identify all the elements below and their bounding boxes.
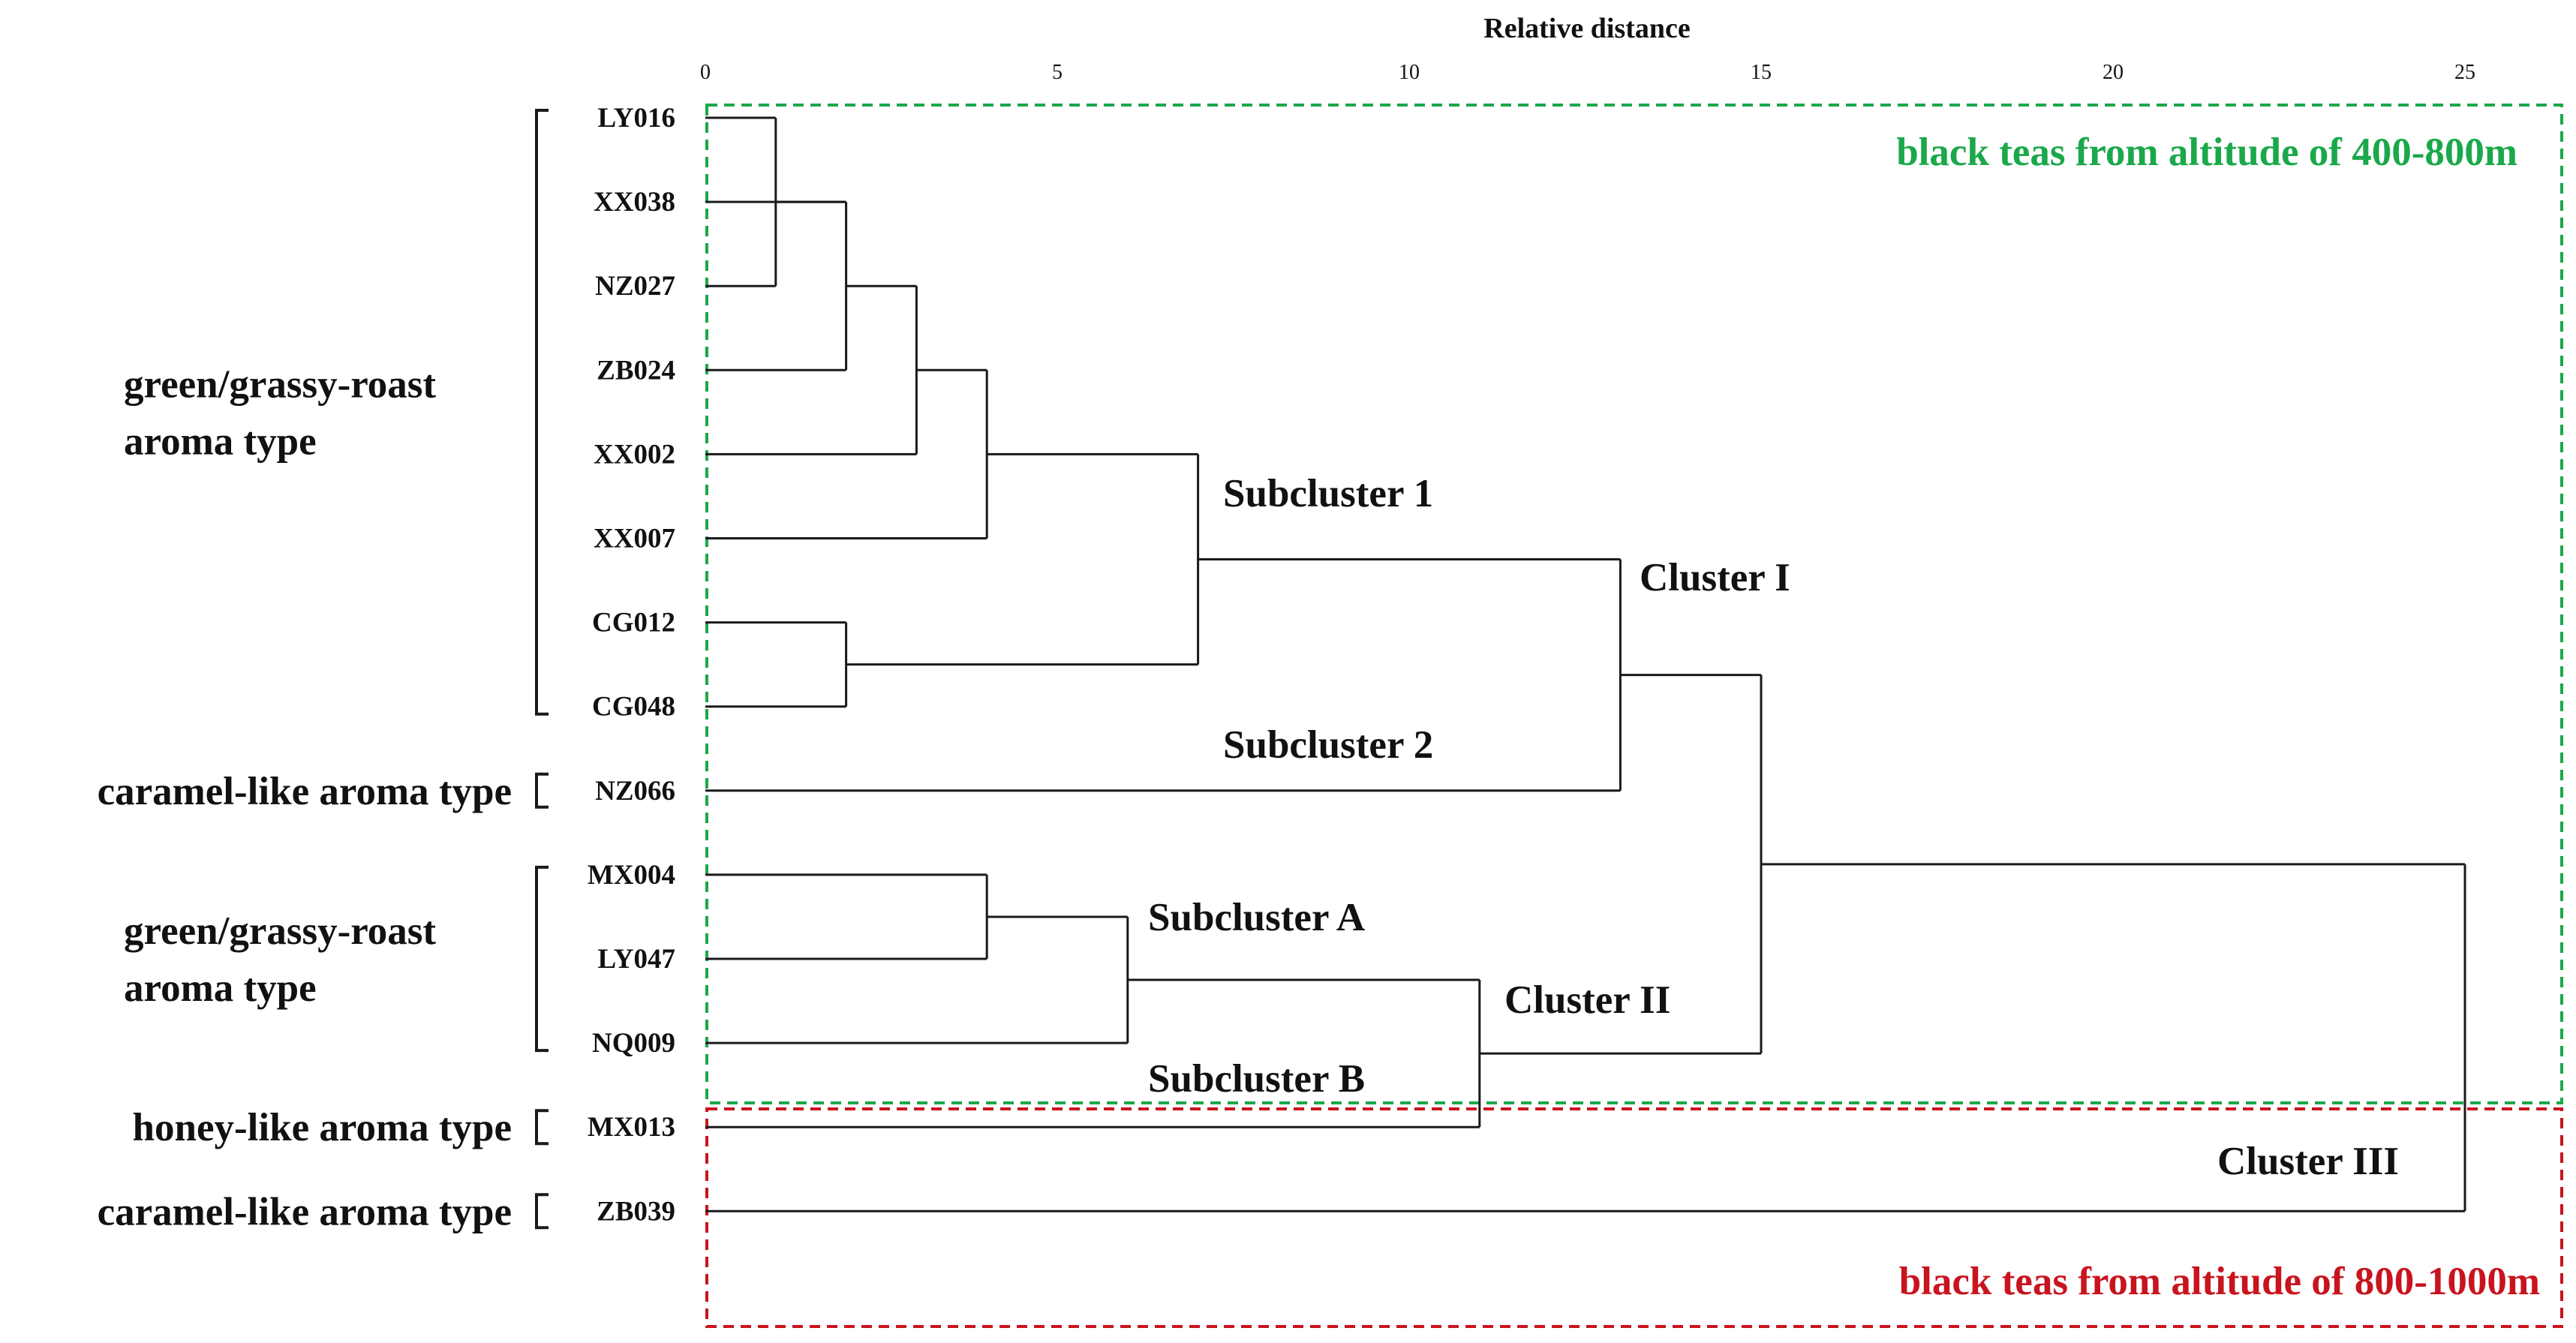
x-tick-label: 10 — [1399, 61, 1420, 84]
leaf-label: MX004 — [588, 860, 675, 891]
x-tick-label: 5 — [1052, 61, 1063, 84]
x-tick-label: 15 — [1751, 61, 1772, 84]
region-label: black teas from altitude of 400-800m — [1896, 131, 2517, 174]
leaf-label: XX007 — [594, 524, 675, 554]
aroma-group-label: aroma type — [124, 419, 317, 463]
subcluster-2-label: Subcluster 2 — [1223, 723, 1433, 767]
x-tick-label: 0 — [700, 61, 711, 84]
group-bracket — [535, 865, 549, 1053]
aroma-group-label: green/grassy-roast — [124, 362, 436, 406]
leaf-label: MX013 — [588, 1112, 675, 1143]
cluster-1-label: Cluster I — [1640, 556, 1790, 599]
aroma-group-label: honey-like aroma type — [133, 1106, 512, 1149]
subcluster-a-label: Subcluster A — [1148, 896, 1365, 939]
x-tick-label: 25 — [2454, 61, 2475, 84]
leaf-labels: LY016XX038NZ027ZB024XX002XX007CG012CG048… — [588, 103, 675, 1227]
subcluster-1-label: Subcluster 1 — [1223, 472, 1433, 515]
region-box — [705, 104, 2563, 1104]
leaf-label: XX002 — [594, 439, 675, 470]
aroma-group-label: green/grassy-roast — [124, 909, 436, 953]
aroma-group-label: caramel-like aroma type — [98, 770, 512, 813]
x-axis-title: Relative distance — [1483, 13, 1690, 44]
leaf-label: NZ066 — [595, 776, 675, 807]
dendrogram-links — [705, 116, 2466, 1212]
group-bracket — [535, 1193, 549, 1230]
leaf-label: NZ027 — [595, 271, 675, 302]
leaf-label: ZB024 — [597, 355, 675, 386]
region-label: black teas from altitude of 800-1000m — [1899, 1260, 2540, 1303]
leaf-label: LY047 — [597, 944, 675, 975]
cluster-labels: Subcluster 1 Subcluster 2 Cluster I Subc… — [1148, 472, 2399, 1183]
leaf-label: NQ009 — [592, 1028, 675, 1059]
aroma-group-brackets: green/grassy-roast aroma type caramel-like… — [98, 109, 549, 1233]
cluster-2-label: Cluster II — [1504, 978, 1670, 1022]
x-tick-label: 20 — [2103, 61, 2124, 84]
altitude-regions: black teas from altitude of 400-800m blac… — [705, 104, 2563, 1328]
group-bracket — [535, 109, 549, 716]
leaf-label: CG012 — [592, 608, 675, 638]
leaf-label: CG048 — [592, 692, 675, 723]
leaf-label: ZB039 — [597, 1196, 675, 1227]
aroma-group-label: caramel-like aroma type — [98, 1190, 512, 1233]
aroma-group-label: aroma type — [124, 966, 317, 1010]
subcluster-b-label: Subcluster B — [1148, 1057, 1365, 1101]
leaf-label: LY016 — [597, 103, 675, 134]
cluster-3-label: Cluster III — [2217, 1140, 2399, 1183]
x-axis-ticks: 0 5 10 15 20 25 — [700, 61, 2475, 84]
group-bracket — [535, 1109, 549, 1146]
leaf-label: XX038 — [594, 187, 675, 218]
group-bracket — [535, 772, 549, 809]
